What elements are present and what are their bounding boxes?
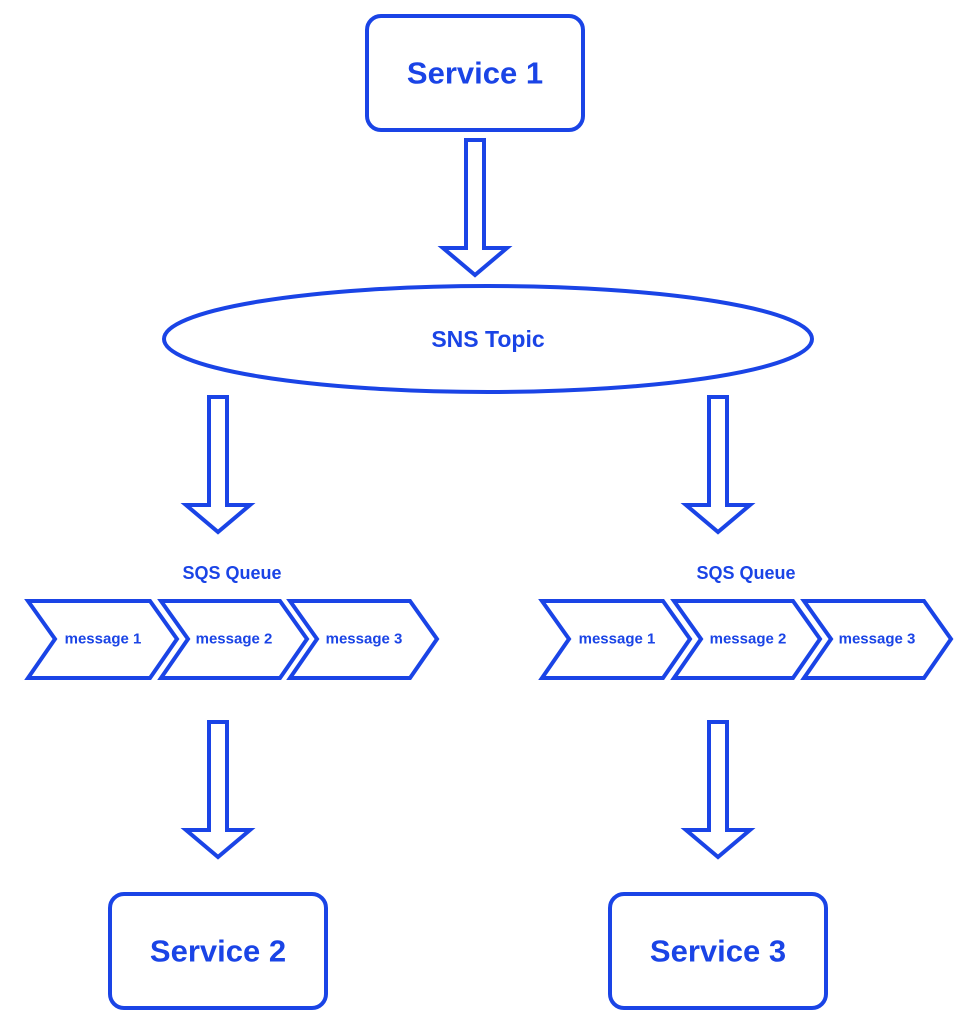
sns-topic-label: SNS Topic bbox=[431, 326, 545, 352]
sns-topic-node: SNS Topic bbox=[162, 284, 814, 394]
queue-2-message-1-label: message 1 bbox=[579, 631, 656, 648]
arrow-service1-to-topic bbox=[437, 138, 513, 278]
queue-2-message-3: message 3 bbox=[800, 599, 954, 680]
service-1-node: Service 1 bbox=[365, 14, 585, 132]
queue-1-message-2: message 2 bbox=[157, 599, 310, 680]
sqs-queue-2: SQS Queue message 1 message 2 message 3 bbox=[538, 563, 954, 680]
queue-2-message-2: message 2 bbox=[670, 599, 823, 680]
queue-1-message-3: message 3 bbox=[286, 599, 440, 680]
queue-2-message-3-label: message 3 bbox=[839, 631, 916, 648]
queue-1-message-1: message 1 bbox=[24, 599, 180, 680]
service-3-label: Service 3 bbox=[650, 934, 786, 969]
sqs-queue-1: SQS Queue message 1 message 2 message 3 bbox=[24, 563, 440, 680]
arrow-topic-to-queue-2 bbox=[680, 395, 756, 535]
queue-2-title: SQS Queue bbox=[696, 563, 795, 583]
queue-2-message-1: message 1 bbox=[538, 599, 693, 680]
arrow-queue-1-to-service-2 bbox=[180, 720, 256, 860]
queue-1-message-1-label: message 1 bbox=[65, 631, 142, 648]
queue-1-message-3-label: message 3 bbox=[326, 631, 403, 648]
service-3-node: Service 3 bbox=[608, 892, 828, 1010]
service-2-label: Service 2 bbox=[150, 934, 286, 969]
service-1-label: Service 1 bbox=[407, 56, 543, 91]
service-2-node: Service 2 bbox=[108, 892, 328, 1010]
arrow-topic-to-queue-1 bbox=[180, 395, 256, 535]
queue-1-message-2-label: message 2 bbox=[196, 631, 273, 648]
arrow-queue-2-to-service-3 bbox=[680, 720, 756, 860]
queue-1-title: SQS Queue bbox=[182, 563, 281, 583]
queue-2-message-2-label: message 2 bbox=[710, 631, 787, 648]
